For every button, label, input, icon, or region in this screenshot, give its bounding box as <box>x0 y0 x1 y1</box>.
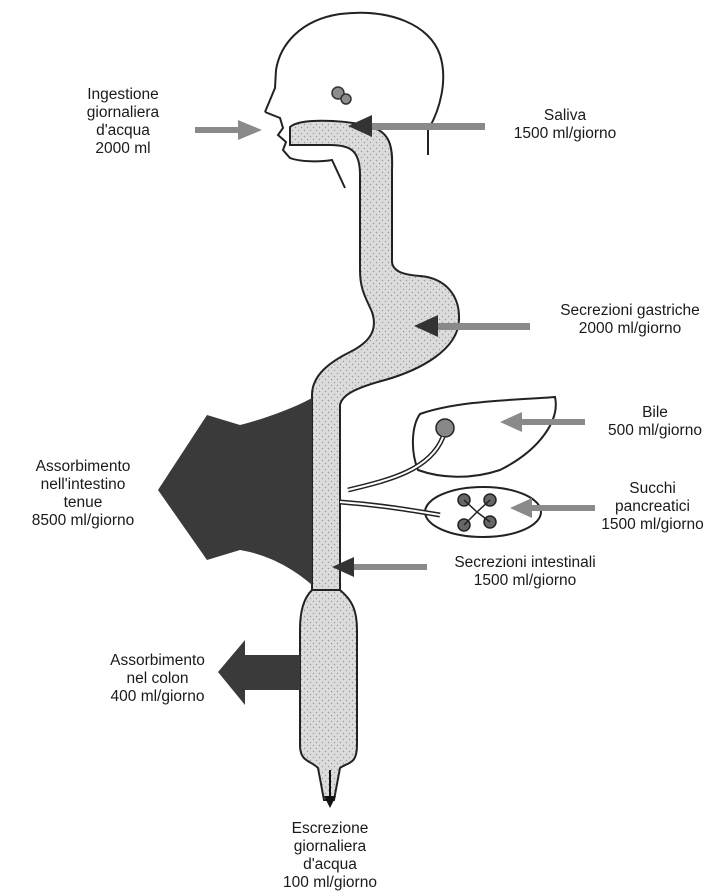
gastric-label: Secrezioni gastriche 2000 ml/giorno <box>535 302 725 338</box>
water-intake-label: Ingestione giornaliera d'acqua 2000 ml <box>58 86 188 158</box>
water-excretion-label: Escrezione giornaliera d'acqua 100 ml/gi… <box>255 820 405 892</box>
saliva-arrow <box>348 115 485 137</box>
intestinal-label: Secrezioni intestinali 1500 ml/giorno <box>425 554 625 590</box>
colon-absorption-arrow <box>218 640 300 705</box>
liver <box>413 397 556 477</box>
small-intestine-absorption-label: Assorbimento nell'intestino tenue 8500 m… <box>8 458 158 530</box>
colon-absorption-label: Assorbimento nel colon 400 ml/giorno <box>85 652 230 706</box>
excretion-arrowhead <box>324 796 336 808</box>
gastric-arrow <box>414 315 530 337</box>
saliva-label: Saliva 1500 ml/giorno <box>490 107 640 143</box>
colon <box>300 590 357 800</box>
bile-label: Bile 500 ml/giorno <box>590 404 720 440</box>
small-intestine-absorption-arrow <box>158 398 312 585</box>
water-intake-arrow <box>195 120 262 140</box>
intestinal-arrow <box>332 557 427 577</box>
gallbladder <box>436 419 454 437</box>
pancreatic-label: Succhi pancreatici 1500 ml/giorno <box>585 480 720 534</box>
